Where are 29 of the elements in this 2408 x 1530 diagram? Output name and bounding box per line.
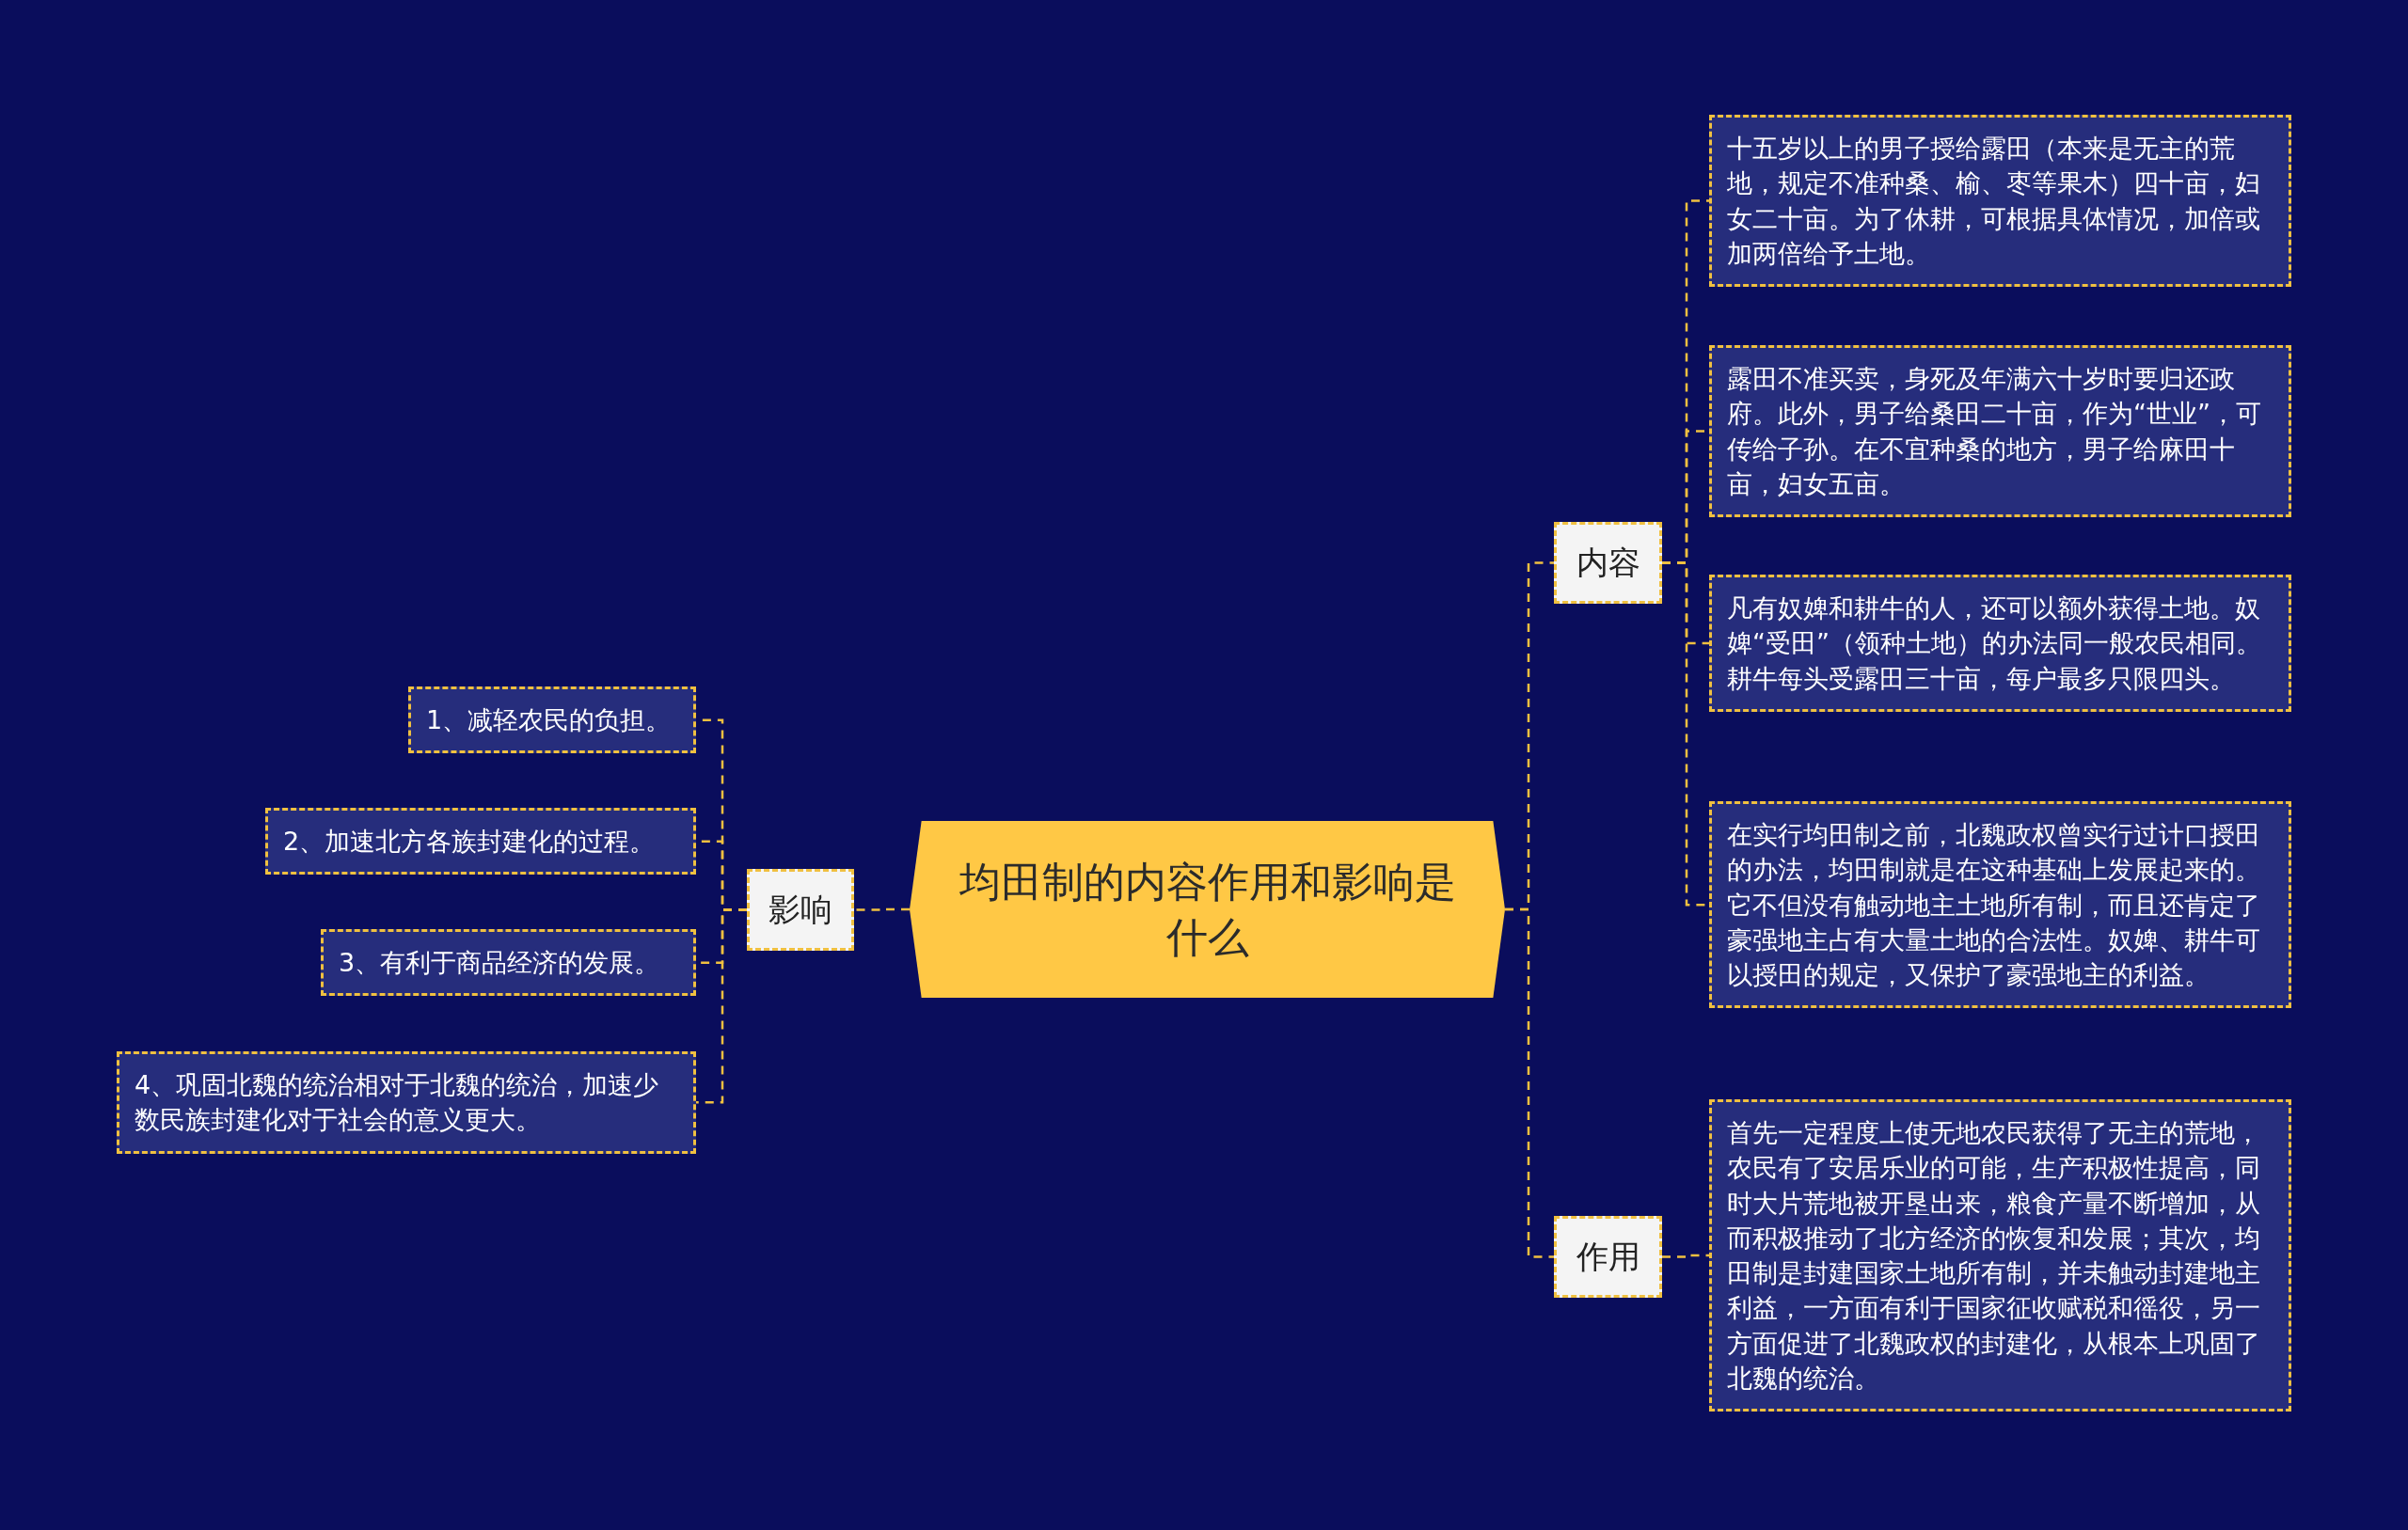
note-text: 4、巩固北魏的统治相对于北魏的统治，加速少数民族封建化对于社会的意义更大。 xyxy=(135,1069,660,1137)
title-text: 均田制的内容作用和影响是什么 xyxy=(958,856,1457,963)
connector-line xyxy=(854,907,910,911)
note-box xyxy=(265,808,696,875)
note-box xyxy=(117,1051,696,1154)
note-text: 十五岁以上的男子授给露田（本来是无主的荒地，规定不准种桑、榆、枣等果木）四十亩，妇女二十亩。为了休耕，可根据具体情况，加倍或加两倍给予土地。 xyxy=(1727,133,2261,270)
note-text: 露田不准买卖，身死及年满六十岁时要归还政府。此外，男子给桑田二十亩，作为“世业”，可传给子孙。在不宜种桑的地方，男子给麻田十亩，妇女五亩。 xyxy=(1727,363,2262,500)
note-box xyxy=(408,686,696,754)
note-text: 1、减轻农民的负担。 xyxy=(426,704,673,736)
note-box xyxy=(1709,801,2291,1009)
note-text: 凡有奴婢和耕牛的人，还可以额外获得土地。奴婢“受田”（领种土地）的办法同一般农民相同。耕牛每头受露田三十亩，每户最多只限四头。 xyxy=(1727,592,2262,695)
connector-line xyxy=(1662,1254,1709,1258)
branch-text: 影响 xyxy=(768,889,832,930)
note-text: 2、加速北方各族封建化的过程。 xyxy=(283,826,657,858)
connector-line xyxy=(696,908,747,1104)
branch-box xyxy=(1554,1216,1662,1298)
note-box xyxy=(1709,575,2291,712)
branch-text: 内容 xyxy=(1576,542,1640,583)
note-box xyxy=(1709,1099,2291,1412)
branch-text: 作用 xyxy=(1576,1236,1640,1277)
note-text: 3、有利于商品经济的发展。 xyxy=(339,947,661,979)
note-text: 首先一定程度上使无地农民获得了无主的荒地，农民有了安居乐业的可能，生产积极性提高，同时大片荒地被开垦出来，粮食产量不断增加，从而积极推动了北方经济的恢复和发展；其次，均田制是封建国家土地所有制，并未触动封建地主利益，一方面有利于国家征收赋税和徭役，另一方面促进了北魏政权的封建化，从根本上巩固了北魏的统治。 xyxy=(1727,1117,2261,1395)
note-box xyxy=(321,929,696,997)
note-text: 在实行均田制之前，北魏政权曾实行过计口授田的办法，均田制就是在这种基础上发展起来的。它不但没有触动地主土地所有制，而且还肯定了豪强地主占有大量土地的合法性。奴婢、耕牛可以授田的规定，又保护了豪强地主的利益。 xyxy=(1727,819,2261,991)
note-box xyxy=(1709,345,2291,517)
connector-line xyxy=(1505,907,1554,1258)
branch-box xyxy=(1554,522,1662,604)
branch-box xyxy=(747,869,854,951)
note-box xyxy=(1709,115,2291,287)
